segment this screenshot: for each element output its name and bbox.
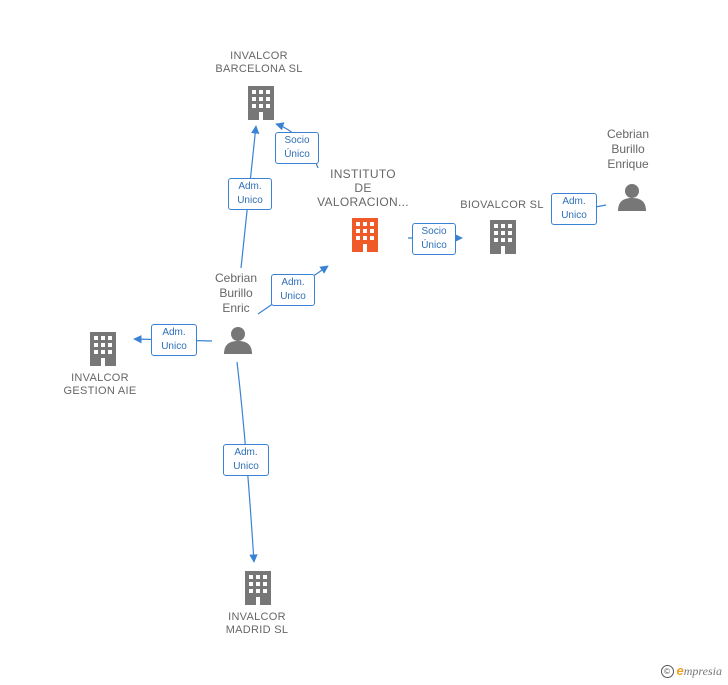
brand-initial: e [676,663,684,678]
label-line: Cebrian [606,127,650,141]
relation-line: Socio [284,135,310,146]
relation-adm-unico-biovalcor[interactable]: Adm. Unico [551,193,597,225]
label-line: INVALCOR [230,50,288,62]
company-icon-biovalcor[interactable] [490,220,516,254]
relation-line: Adm. [562,196,586,207]
label-line: VALORACION... [317,195,409,209]
label-line: INSTITUTO [330,167,396,181]
label-cebrian-enric[interactable]: Cebrian Burillo Enric [215,271,257,316]
relation-adm-unico-instituto[interactable]: Adm. Unico [271,274,315,306]
label-line: MADRID SL [225,624,289,636]
label-line: BARCELONA SL [215,63,303,75]
label-line: INVALCOR [71,372,129,384]
relation-line: Único [421,240,447,251]
label-line: Enric [222,301,250,315]
relation-line: Adm. [238,181,262,192]
relation-line: Unico [280,291,306,302]
relation-line: Socio [421,226,447,237]
relation-line: Adm. [162,327,186,338]
relation-adm-unico-barcelona[interactable]: Adm. Unico [228,178,272,210]
company-icon-invalcor-barcelona[interactable] [248,86,274,120]
label-invalcor-gestion[interactable]: INVALCOR GESTION AIE [64,372,137,398]
label-line: Cebrian [214,271,258,285]
label-line: Enrique [607,157,649,171]
label-line: INVALCOR [228,611,286,623]
company-icon-instituto[interactable] [352,218,378,252]
relation-line: Unico [237,195,263,206]
person-icon-cebrian-enrique[interactable] [618,184,646,211]
label-invalcor-barcelona[interactable]: INVALCOR BARCELONA SL [215,50,302,76]
label-line: Burillo [611,142,645,156]
company-icon-invalcor-madrid[interactable] [245,571,271,605]
company-icon-invalcor-gestion[interactable] [90,332,116,366]
relation-line: Adm. [234,447,258,458]
label-line: BIOVALCOR SL [460,199,544,211]
relation-socio-unico-barcelona[interactable]: Socio Único [275,132,319,164]
brand-name: mpresia [683,664,722,678]
person-icon-cebrian-enric[interactable] [224,327,252,354]
relation-socio-unico-biovalcor[interactable]: Socio Único [412,223,456,255]
label-biovalcor[interactable]: BIOVALCOR SL [460,199,543,212]
relation-adm-unico-madrid[interactable]: Adm. Unico [223,444,269,476]
label-instituto[interactable]: INSTITUTO DE VALORACION... [317,167,409,209]
label-line: Burillo [219,286,253,300]
label-line: GESTION AIE [63,385,137,397]
brand-logo: © empresia [660,663,722,679]
label-cebrian-enrique[interactable]: Cebrian Burillo Enrique [607,127,649,172]
label-invalcor-madrid[interactable]: INVALCOR MADRID SL [226,611,289,637]
relation-line: Unico [233,461,259,472]
relation-line: Unico [561,210,587,221]
relation-line: Adm. [281,277,305,288]
relation-line: Unico [161,341,187,352]
relation-line: Único [284,149,310,160]
copyright-icon: © [660,664,674,678]
label-line: DE [354,181,372,195]
relation-adm-unico-gestion[interactable]: Adm. Unico [151,324,197,356]
